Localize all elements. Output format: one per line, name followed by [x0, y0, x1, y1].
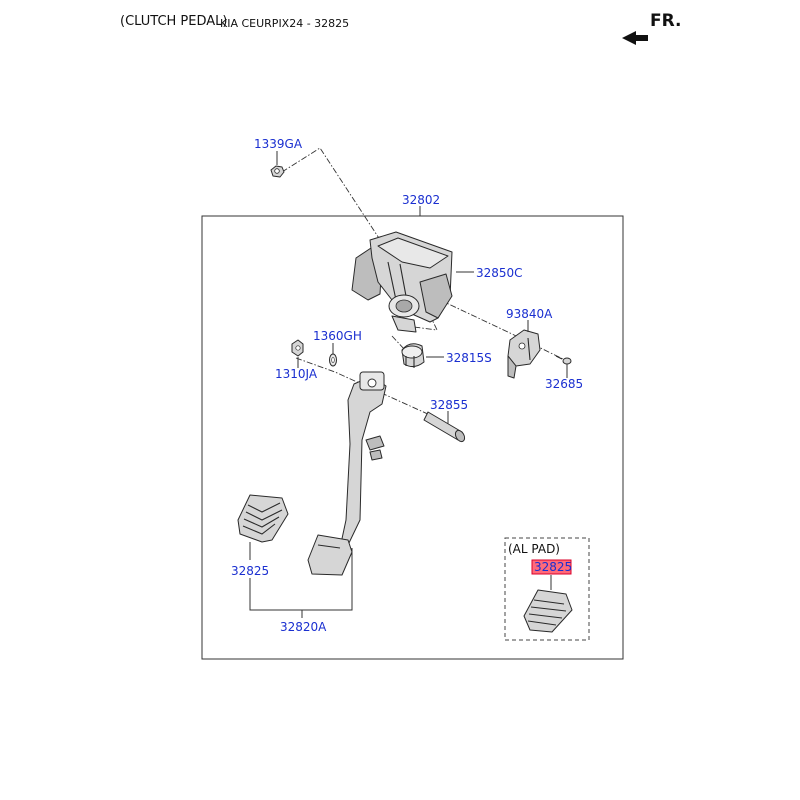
assembly-frame: [201, 215, 624, 660]
label-1339GA[interactable]: 1339GA: [254, 137, 303, 151]
diagram-subtitle: KIA CEURPIX24 - 32825: [220, 17, 349, 30]
inset-frame: [504, 537, 590, 641]
label-1360GH[interactable]: 1360GH: [313, 329, 362, 343]
pedal-pad-32825: [237, 494, 289, 543]
bracket-32850C: [351, 231, 453, 333]
leader-bracket-32820A: [249, 548, 353, 611]
label-32855[interactable]: 32855: [430, 398, 468, 412]
assembly-line-shaft: [295, 357, 431, 416]
shaft-32855: [423, 411, 466, 443]
diagram-title: (CLUTCH PEDAL): [120, 14, 227, 29]
assembly-line-switch: [439, 299, 566, 361]
al-pedal-pad-32825: [523, 589, 573, 633]
label-32802[interactable]: 32802: [402, 193, 440, 207]
label-32815S[interactable]: 32815S: [446, 351, 492, 365]
part-highlight: [531, 559, 572, 575]
nut-1339GA: [270, 165, 285, 178]
switch-93840A: [507, 329, 541, 379]
bolt-32685: [555, 355, 572, 365]
label-32825[interactable]: 32825: [231, 564, 269, 578]
label-93840A[interactable]: 93840A: [506, 307, 553, 321]
nut-1310JA: [291, 339, 304, 357]
label-32850C[interactable]: 32850C: [476, 266, 523, 280]
label-32685[interactable]: 32685: [545, 377, 583, 391]
assembly-line-nut: [281, 147, 389, 253]
label-32820A[interactable]: 32820A: [280, 620, 327, 634]
front-direction-label: FR.: [650, 11, 681, 31]
inset-title: (AL PAD): [508, 542, 560, 556]
pedal-arm-32820A: [307, 371, 387, 576]
label-1310JA[interactable]: 1310JA: [275, 367, 318, 381]
washer-1360GH: [329, 353, 337, 367]
label-32825-inset[interactable]: 32825: [534, 560, 572, 574]
front-arrow-icon: [622, 31, 648, 45]
bushing-32815S: [401, 343, 425, 368]
assembly-line-bushing: [391, 335, 406, 351]
